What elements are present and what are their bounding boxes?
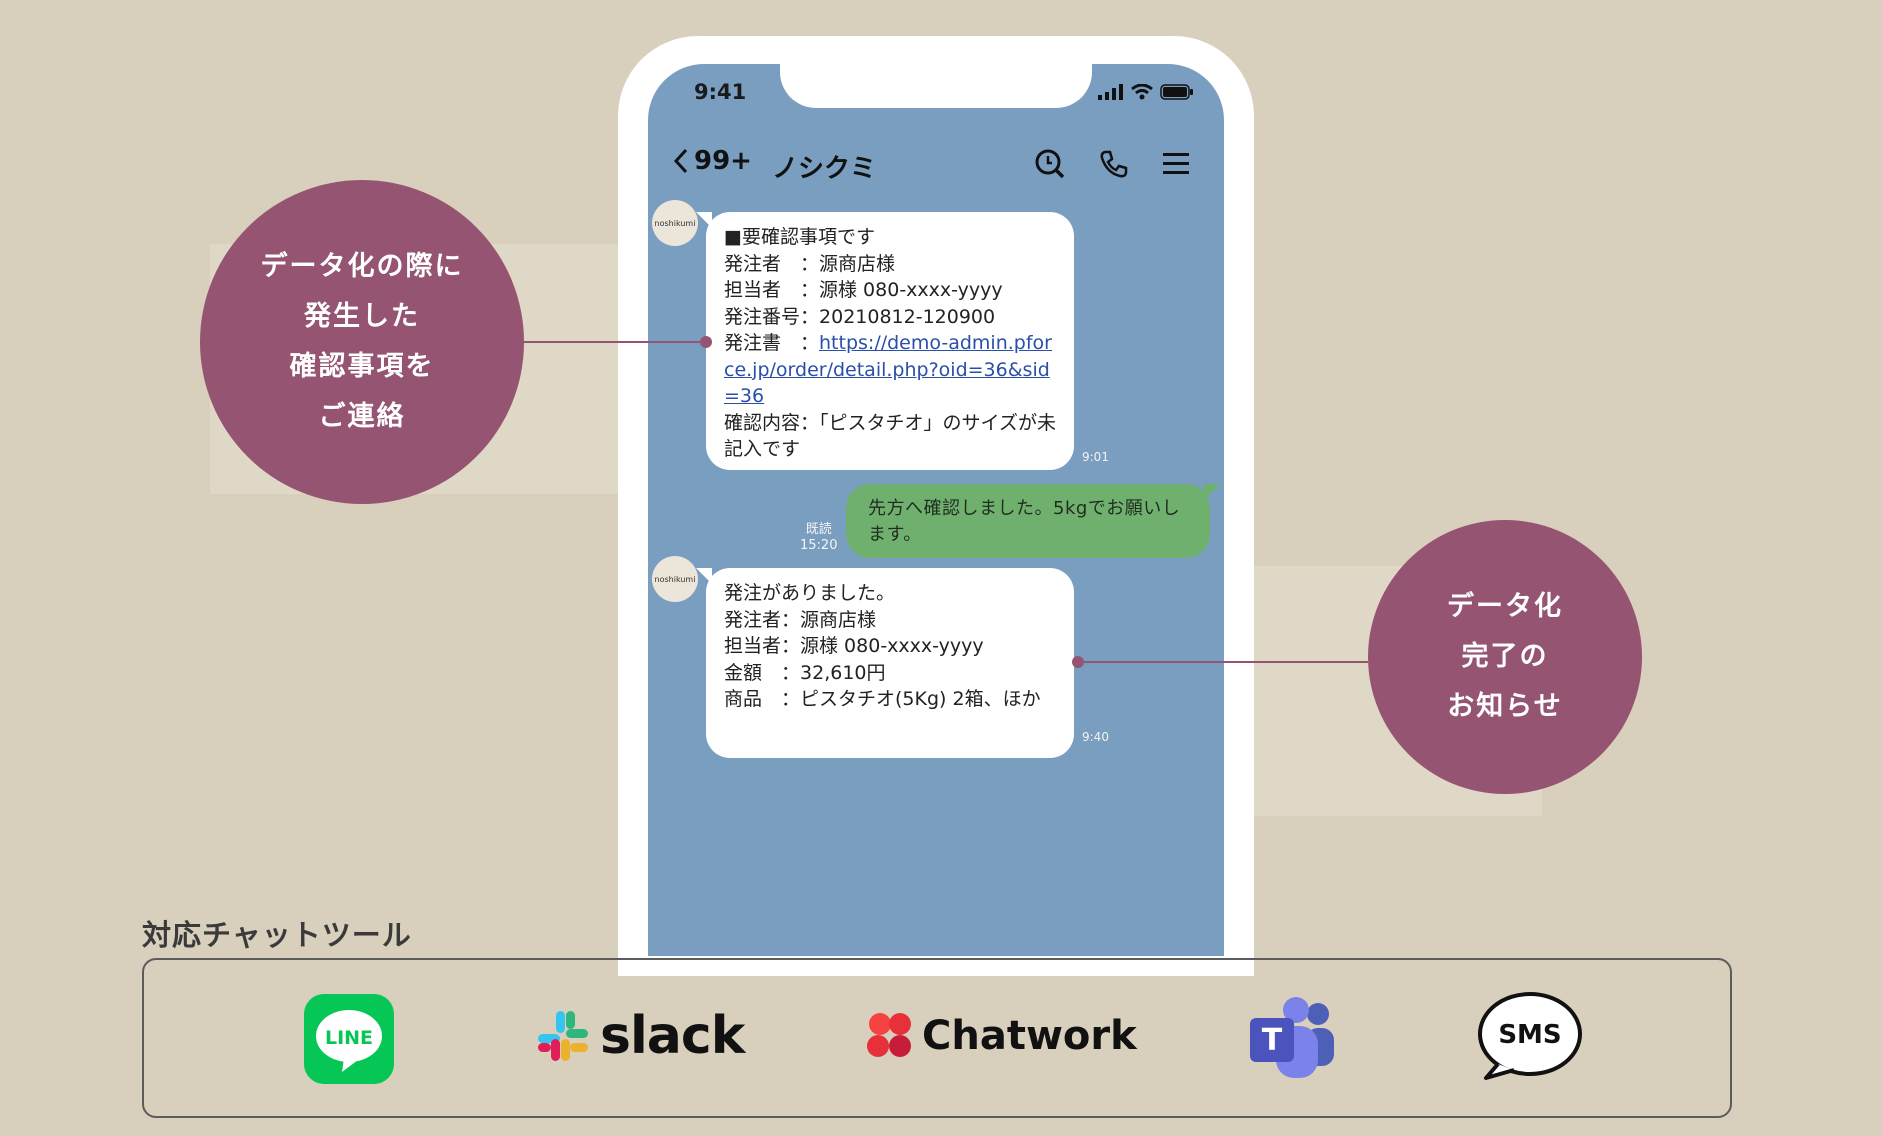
row-key: 発注者 ： — [724, 252, 820, 275]
callout-line: お知らせ — [1447, 691, 1563, 722]
row-value: 源様 080-xxxx-yyyy — [800, 635, 984, 657]
row-value: 源商店様 — [800, 608, 877, 631]
reply-time: 15:20 — [800, 538, 838, 553]
callout-line: 発生した — [304, 301, 420, 332]
callout-completion: データ化 完了の お知らせ — [1368, 520, 1642, 794]
reply-text: 先方へ確認しました。5kgでお願いします。 — [868, 498, 1181, 545]
message-row: 発注番号：20210812-120900 — [724, 304, 1056, 331]
message-row: 担当者 ：源様 080-xxxx-yyyy — [724, 277, 1056, 304]
message-row: 金額 ：32,610円 — [724, 660, 1056, 687]
row-value: 源商店様 — [819, 252, 896, 275]
chevron-left-icon — [673, 148, 688, 174]
signal-icon — [1098, 84, 1123, 100]
call-button[interactable] — [1096, 146, 1132, 182]
search-icon — [1035, 149, 1065, 179]
message-row: 発注者：源商店様 — [724, 607, 1056, 634]
message-time: 9:40 — [1082, 730, 1109, 744]
row-key: 発注者： — [724, 608, 801, 631]
unread-count: 99+ — [694, 146, 752, 176]
chatwork-logo-icon — [867, 1013, 911, 1057]
message-title: 発注がありました。 — [724, 582, 896, 604]
row-value: 32,610円 — [800, 661, 886, 684]
message-row-confirm: 確認内容：「ピスタチオ」のサイズが未記入です — [724, 410, 1056, 463]
sms-bubble-icon: SMS — [1478, 992, 1582, 1080]
callout-line: データ化 — [1447, 591, 1563, 622]
chatwork-label: Chatwork — [922, 1013, 1137, 1059]
battery-icon — [1160, 84, 1193, 100]
callout-dot-right — [1072, 656, 1084, 668]
menu-button[interactable] — [1158, 146, 1194, 182]
phone-notch — [780, 64, 1092, 108]
bubble-tail — [1204, 484, 1220, 500]
callout-dot-left — [700, 336, 712, 348]
line-label: LINE — [325, 1027, 373, 1049]
avatar[interactable]: noshikumi — [652, 556, 698, 602]
row-value: 「ピスタチオ」のサイズが未記入です — [724, 411, 1056, 461]
message-row-link: 発注書 ：https://demo-admin.pforce.jp/order/… — [724, 330, 1056, 410]
tool-line[interactable]: LINE — [304, 994, 394, 1084]
back-button[interactable]: 99+ — [672, 146, 752, 176]
callout-line: 完了の — [1461, 641, 1549, 672]
line-logo-icon: LINE — [304, 994, 394, 1084]
bubble-tail — [696, 568, 712, 584]
row-key: 確認内容： — [724, 411, 820, 434]
row-value: 20210812-120900 — [819, 305, 996, 328]
bubble-tail — [696, 212, 712, 228]
message-bubble-order: 発注がありました。 発注者：源商店様 担当者：源様 080-xxxx-yyyy … — [696, 568, 1074, 758]
tool-slack[interactable]: slack — [536, 1006, 745, 1066]
order-link[interactable]: https://demo-admin.pforce.jp/order/detai… — [724, 332, 1052, 407]
callout-connector-left — [524, 341, 706, 343]
row-key: 商品 ： — [724, 688, 801, 710]
message-row: 商品 ：ピスタチオ(5Kg) 2箱、ほか — [724, 686, 1056, 713]
callout-confirmation: データ化の際に 発生した 確認事項を ご連絡 — [200, 180, 524, 504]
callout-connector-right — [1078, 661, 1368, 663]
message-title: ■要確認事項です — [724, 226, 875, 248]
message-row: 発注者 ：源商店様 — [724, 251, 1056, 278]
tool-sms[interactable]: SMS — [1474, 990, 1584, 1082]
tools-box — [142, 958, 1732, 1118]
callout-line: ご連絡 — [318, 401, 406, 432]
callout-line: 確認事項を — [289, 351, 435, 382]
row-key: 金額 ： — [724, 661, 801, 684]
room-name: ノシクミ — [772, 154, 877, 184]
search-button[interactable] — [1032, 146, 1068, 182]
menu-icon — [1163, 153, 1189, 174]
message-row: 担当者：源様 080-xxxx-yyyy — [724, 633, 1056, 660]
phone-icon — [1100, 150, 1128, 178]
avatar[interactable]: noshikumi — [652, 200, 698, 246]
callout-line: データ化の際に — [260, 251, 464, 282]
chat-screen: 9:41 99+ ノシクミ noshikumi ■要確認事項です 発注者 ：源商… — [648, 64, 1224, 956]
status-time: 9:41 — [694, 80, 747, 104]
sms-label: SMS — [1498, 1020, 1561, 1050]
row-value: ピスタチオ(5Kg) 2箱、ほか — [800, 688, 1041, 710]
tool-chatwork[interactable]: Chatwork — [864, 1010, 1137, 1062]
row-value: 源様 080-xxxx-yyyy — [819, 279, 1003, 301]
message-time: 9:01 — [1082, 450, 1109, 464]
tools-title: 対応チャットツール — [142, 918, 412, 952]
teams-label: T — [1262, 1023, 1283, 1058]
chat-header: 99+ ノシクミ — [648, 142, 1224, 192]
message-bubble-confirmation: ■要確認事項です 発注者 ：源商店様 担当者 ：源様 080-xxxx-yyyy… — [696, 212, 1074, 470]
teams-logo-icon: T — [1250, 997, 1334, 1078]
read-label: 既読 — [805, 522, 832, 537]
slack-logo-icon — [538, 1011, 588, 1061]
status-icons — [1098, 84, 1194, 100]
row-key: 発注書 ： — [724, 332, 820, 354]
row-key: 発注番号： — [724, 305, 820, 328]
row-key: 担当者： — [724, 635, 801, 657]
wifi-icon — [1131, 84, 1153, 100]
slack-label: slack — [600, 1006, 745, 1066]
reply-bubble: 先方へ確認しました。5kgでお願いします。 — [846, 484, 1220, 558]
row-key: 担当者 ： — [724, 279, 820, 301]
read-receipt: 既読 15:20 — [800, 522, 837, 554]
tool-teams[interactable]: T — [1248, 996, 1336, 1078]
